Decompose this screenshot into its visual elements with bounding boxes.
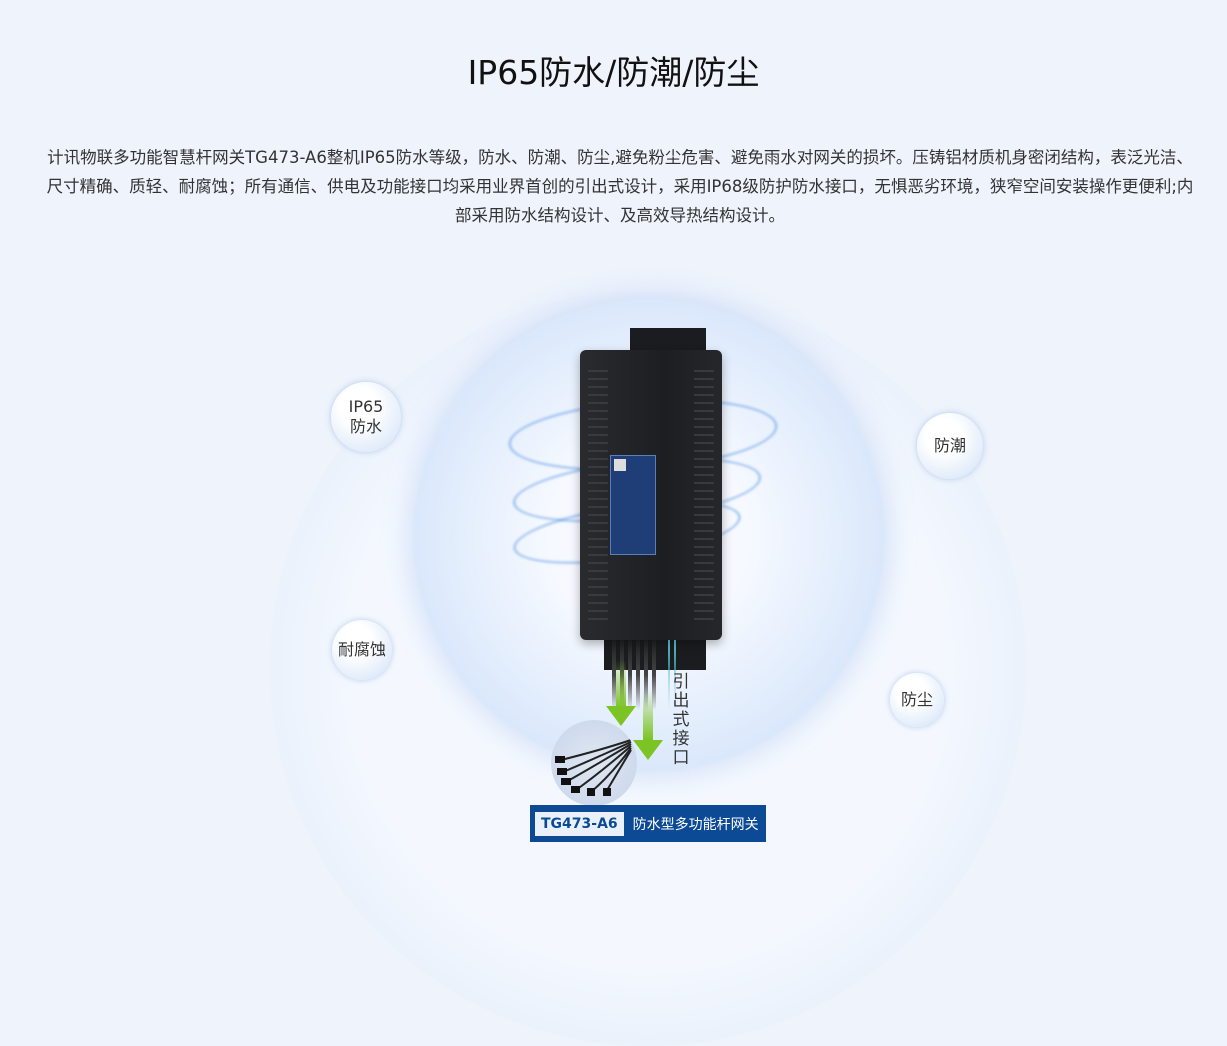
feature-bubble-waterproof: IP65 防水 — [331, 382, 401, 452]
down-arrow-icon — [633, 740, 663, 760]
badge-name: 防水型多功能杆网关 — [632, 816, 759, 833]
interface-label: 引出式接口 — [672, 672, 690, 768]
arrow-shaft — [616, 660, 626, 708]
down-arrow-icon — [606, 706, 636, 726]
feature-bubble-corrosion: 耐腐蚀 — [332, 620, 392, 680]
connector-cables-image — [551, 720, 637, 806]
description: 计讯物联多功能智慧杆网关TG473-A6整机IP65防水等级，防水、防潮、防尘,… — [46, 148, 1194, 225]
page-title: IP65防水/防潮/防尘 — [467, 53, 760, 92]
feature-bubble-dust: 防尘 — [890, 673, 944, 727]
arrow-shaft — [643, 690, 653, 740]
device-label — [610, 455, 656, 555]
product-badge: TG473-A6 防水型多功能杆网关 — [530, 805, 766, 842]
badge-model: TG473-A6 — [535, 811, 624, 836]
feature-bubble-moisture: 防潮 — [917, 413, 983, 479]
